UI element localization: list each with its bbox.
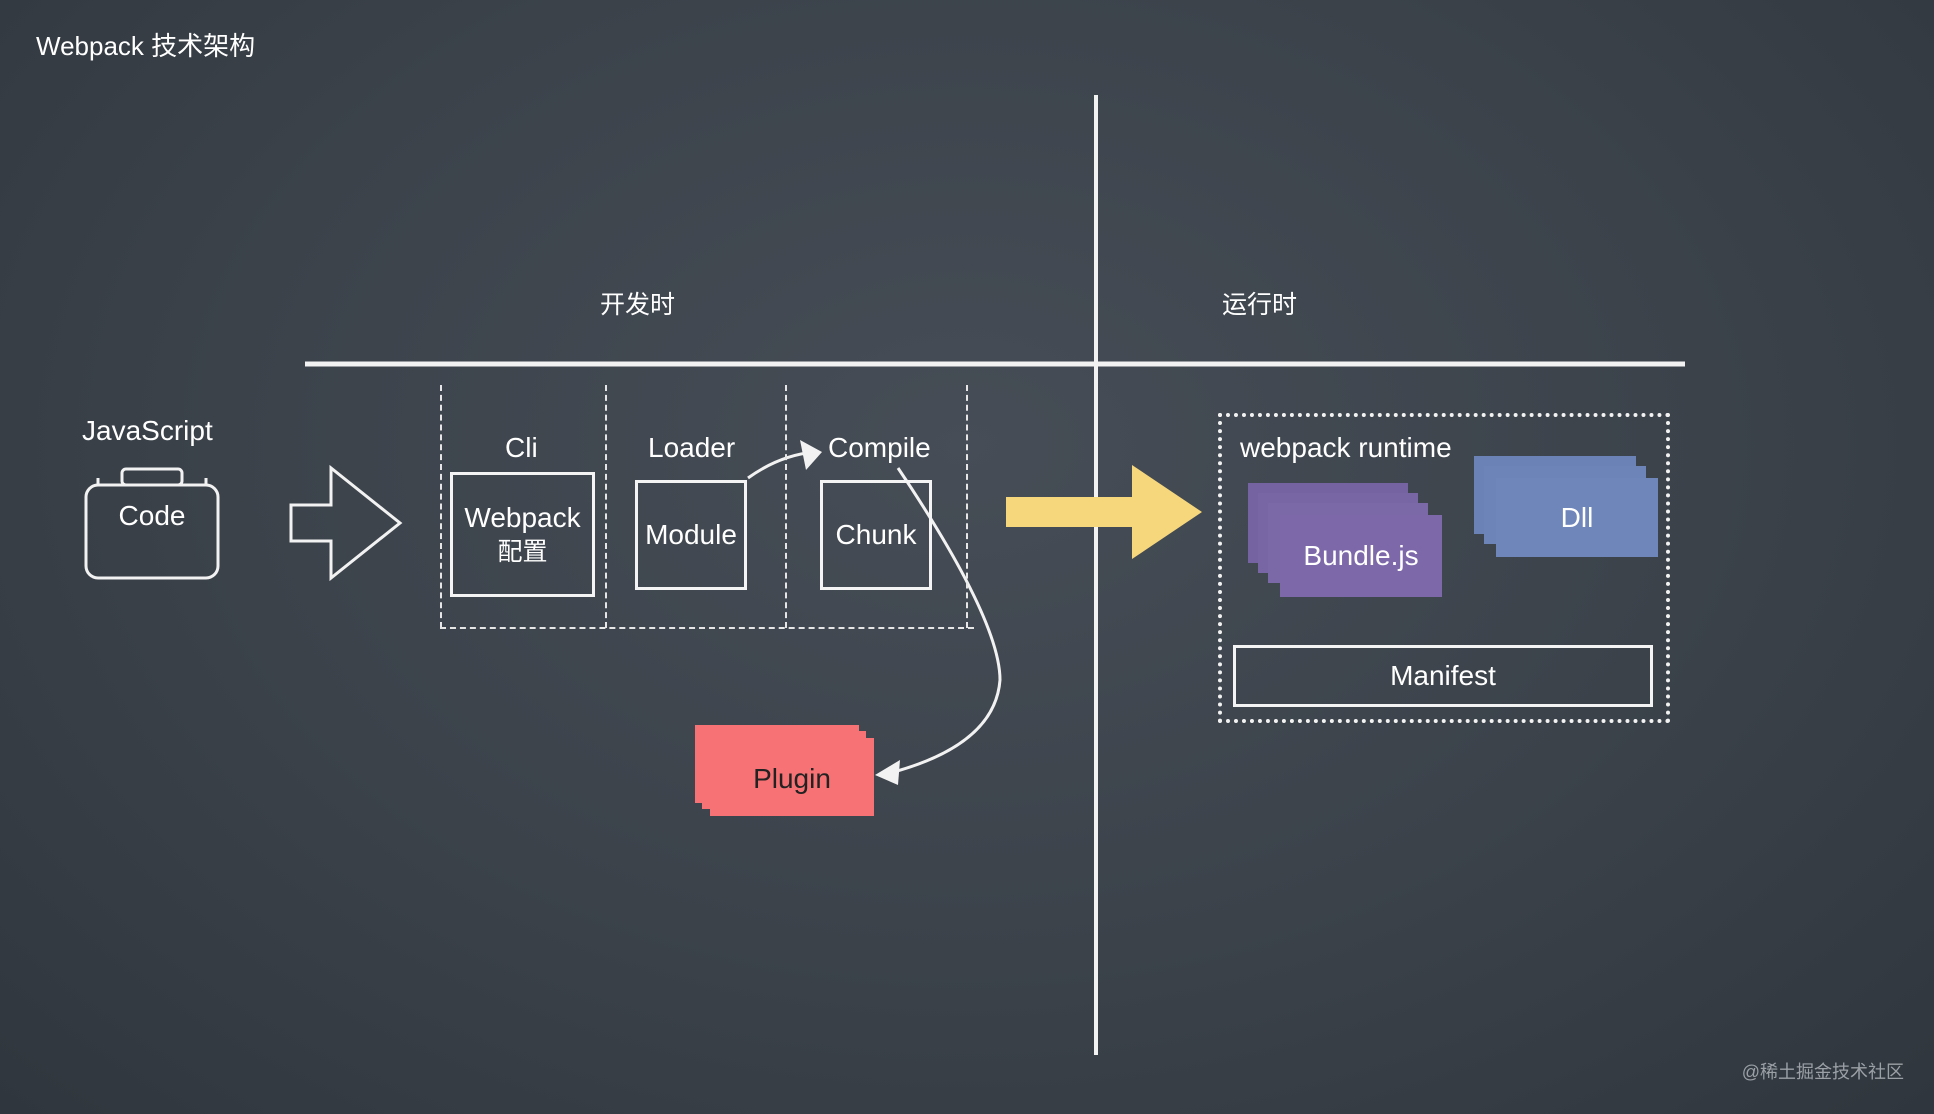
bundle-card-front	[1280, 515, 1442, 597]
chunk-label: Chunk	[835, 518, 917, 550]
yellow-arrow-icon	[1006, 465, 1202, 559]
cli-label: Cli	[505, 432, 538, 463]
dev-container-border	[966, 385, 968, 628]
code-label: Code	[118, 500, 186, 531]
dll-card-front	[1496, 478, 1658, 557]
dll-label: Dll	[1560, 502, 1594, 533]
webpack-config-line1: Webpack	[464, 502, 581, 534]
module-box: Module	[635, 480, 747, 590]
dev-container-bottom	[440, 627, 974, 629]
dev-container-divider	[605, 385, 607, 628]
javascript-label: JavaScript	[82, 415, 213, 446]
compile-label: Compile	[828, 432, 931, 463]
dev-container-divider	[785, 385, 787, 628]
briefcase-icon	[84, 467, 220, 580]
arrowhead-icon	[800, 440, 822, 470]
chunk-box: Chunk	[820, 480, 932, 590]
webpack-runtime-label: webpack runtime	[1240, 432, 1452, 463]
manifest-box: Manifest	[1233, 645, 1653, 707]
manifest-label: Manifest	[1390, 659, 1496, 691]
watermark: @稀土掘金技术社区	[1741, 1062, 1904, 1082]
bundle-label: Bundle.js	[1303, 540, 1419, 571]
loader-label: Loader	[648, 432, 736, 463]
plugin-label: Plugin	[753, 763, 831, 794]
code-briefcase: Code	[84, 465, 220, 580]
webpack-config-line2: 配置	[497, 538, 548, 567]
runtime-phase-label: 运行时	[1222, 291, 1298, 319]
dev-phase-label: 开发时	[600, 291, 676, 319]
webpack-runtime-group	[1218, 413, 1670, 723]
dev-container-border	[440, 385, 442, 628]
compile-to-plugin-arrow	[889, 467, 1002, 775]
webpack-config-box: Webpack 配置	[450, 472, 595, 597]
module-label: Module	[645, 518, 737, 550]
page-title: Webpack 技术架构	[36, 31, 256, 61]
plugin-card-front	[695, 725, 859, 803]
input-arrow-icon	[289, 464, 403, 582]
arrowhead-icon	[875, 760, 900, 785]
